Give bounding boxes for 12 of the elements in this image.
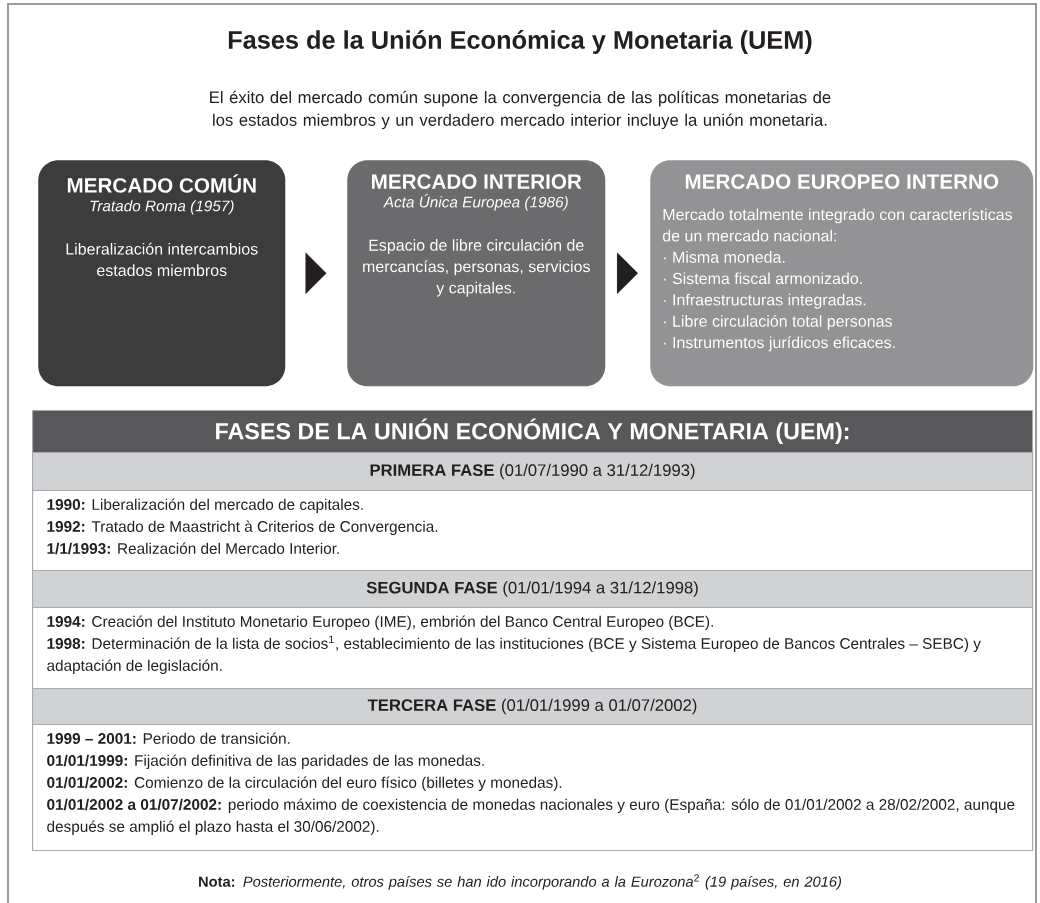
phase-events: 1999 – 2001: Periodo de transición. 01/01/1999: Fijación definitiva de las paridades de las monedas. 01/01/2002: Comienzo de la circulación del euro físico (billetes y monedas). 01/01/2002 a 01/07/2002: periodo máximo de coexistencia de monedas nacionales y euro (España: sólo de 01/01/2002 a 28/02/2002, aunque después se amplió el plazo hasta el 30/06/2002). xyxy=(32,724,1034,852)
stage-box: MERCADO INTERIOR Acta Única Europea (1986) Espacio de libre circulación de mercancías, personas, servicios y capitales. xyxy=(347,160,606,387)
stage-box: MERCADO COMÚN Tratado Roma (1957) Liberalización intercambios estados miembros xyxy=(38,160,286,387)
title: Fases de la Unión Económica y Monetaria (UEM) xyxy=(228,30,812,54)
intro-paragraph: El éxito del mercado común supone la convergencia de las políticas monetarias de los estados miembros y un verdadero mercado interior incluye la unión monetaria. xyxy=(210,90,831,130)
arrow xyxy=(305,252,327,295)
note: Nota: Posteriormente, otros países se han ido incorporando a la Eurozona$^{2}$ (19 países, en 2016) xyxy=(199,874,842,890)
phase-header: SEGUNDA FASE (01/01/1994 a 31/12/1998) xyxy=(32,570,1034,609)
stage-box: MERCADO EUROPEO INTERNO Mercado totalmente integrado con características de un mercado nacional: · Misma moneda. · Sistema fiscal armonizado. · Infraestructuras integradas. · Libre circulación total personas · Instrumentos jurídicos eficaces. xyxy=(650,160,1034,387)
phase-header: TERCERA FASE (01/01/1999 a 01/07/2002) xyxy=(32,688,1034,726)
phase-header: PRIMERA FASE (01/07/1990 a 31/12/1993) xyxy=(32,452,1034,492)
arrow xyxy=(616,252,638,295)
